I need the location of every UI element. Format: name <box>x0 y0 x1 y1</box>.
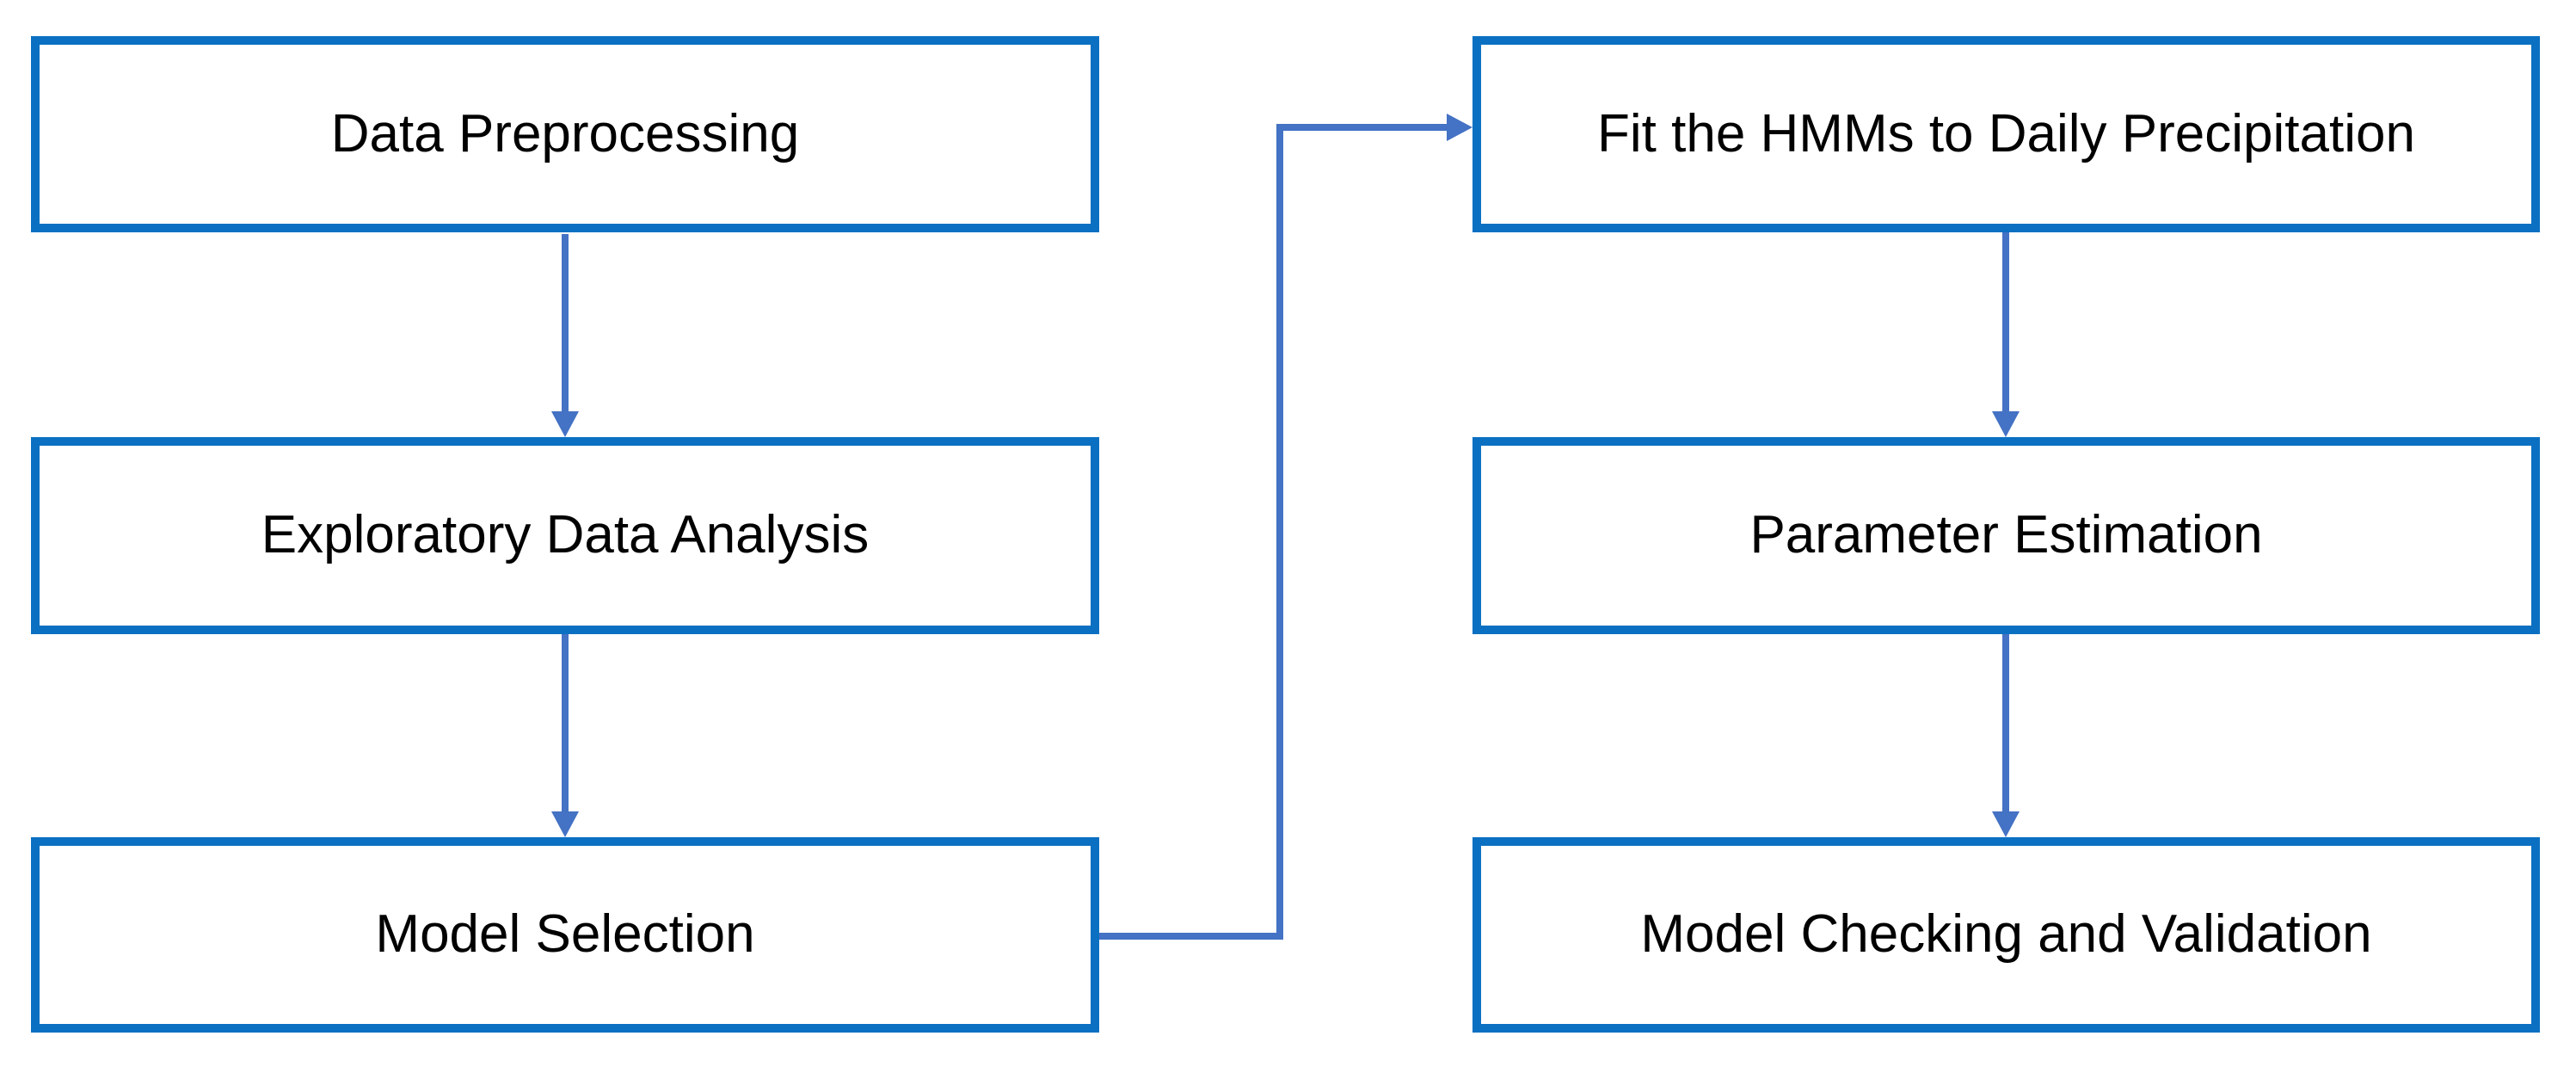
node-label-model-selection: Model Selection <box>375 904 755 965</box>
arrow-fit-hmms-to-parameter-estimation <box>1992 231 2020 437</box>
node-exploratory-data-analysis: Exploratory Data Analysis <box>31 437 1099 634</box>
node-model-checking: Model Checking and Validation <box>1472 837 2540 1033</box>
arrow-model-selection-to-fit-hmms <box>1099 114 1472 940</box>
arrow-data-preprocessing-to-exploratory-data-analysis <box>551 234 579 437</box>
arrow-parameter-estimation-to-model-checking <box>1992 634 2020 837</box>
node-fit-hmms: Fit the HMMs to Daily Precipitation <box>1472 36 2540 232</box>
node-model-selection: Model Selection <box>31 837 1099 1033</box>
arrow-exploratory-data-analysis-to-model-selection <box>551 634 579 837</box>
node-parameter-estimation: Parameter Estimation <box>1472 437 2540 634</box>
node-label-exploratory-data-analysis: Exploratory Data Analysis <box>261 505 870 565</box>
node-data-preprocessing: Data Preprocessing <box>31 36 1099 232</box>
node-label-parameter-estimation: Parameter Estimation <box>1749 505 2263 565</box>
node-label-fit-hmms: Fit the HMMs to Daily Precipitation <box>1597 103 2415 163</box>
node-label-model-checking: Model Checking and Validation <box>1640 904 2372 965</box>
node-label-data-preprocessing: Data Preprocessing <box>330 103 800 163</box>
